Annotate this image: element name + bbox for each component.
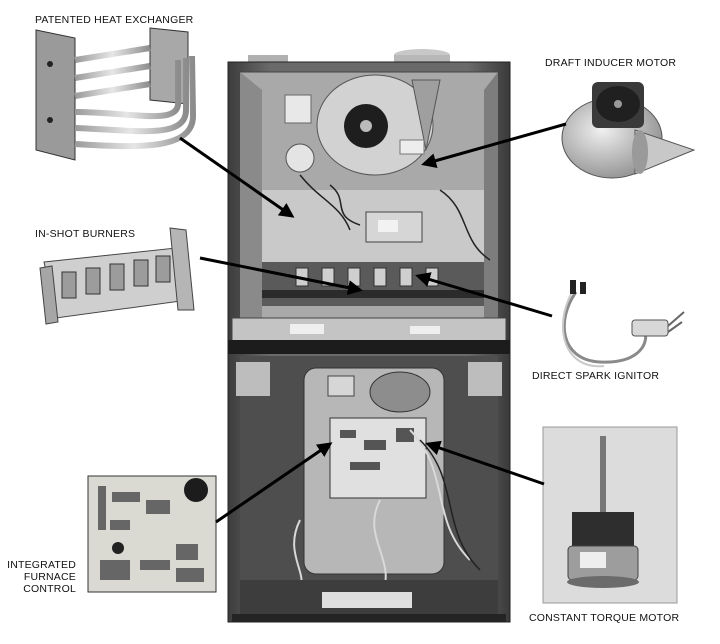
callout-arrows [179,122,567,524]
burners-image [39,227,195,325]
inducer-outlet [411,79,441,151]
draft-inducer-image [561,82,696,179]
label-control-line2: FURNACE [23,571,76,583]
arrow-ignitor [415,272,553,318]
constant-torque-motor-image [542,426,678,604]
arrow-torque-motor [425,440,545,486]
blower-motor [369,371,431,413]
arrow-draft-inducer [421,122,567,168]
arrow-burners [199,256,363,296]
label-torque-motor: CONSTANT TORQUE MOTOR [529,612,680,624]
label-ignitor: DIRECT SPARK IGNITOR [532,370,660,382]
arrow-heat-exchanger [179,136,295,218]
label-control-line1: INTEGRATED [7,559,76,571]
heat-exchanger-image [35,27,197,161]
label-draft-inducer: DRAFT INDUCER MOTOR [545,57,677,69]
label-heat-exchanger: PATENTED HEAT EXCHANGER [35,14,194,26]
gas-manifold [262,290,484,298]
spark-ignitor-image [561,280,685,368]
furnace-control-image [87,475,217,593]
warning-label [322,592,412,608]
label-control-line3: CONTROL [23,583,76,595]
arrow-furnace-control [215,442,333,524]
label-burners: IN-SHOT BURNERS [35,228,136,240]
furnace-cabinet [227,49,511,623]
